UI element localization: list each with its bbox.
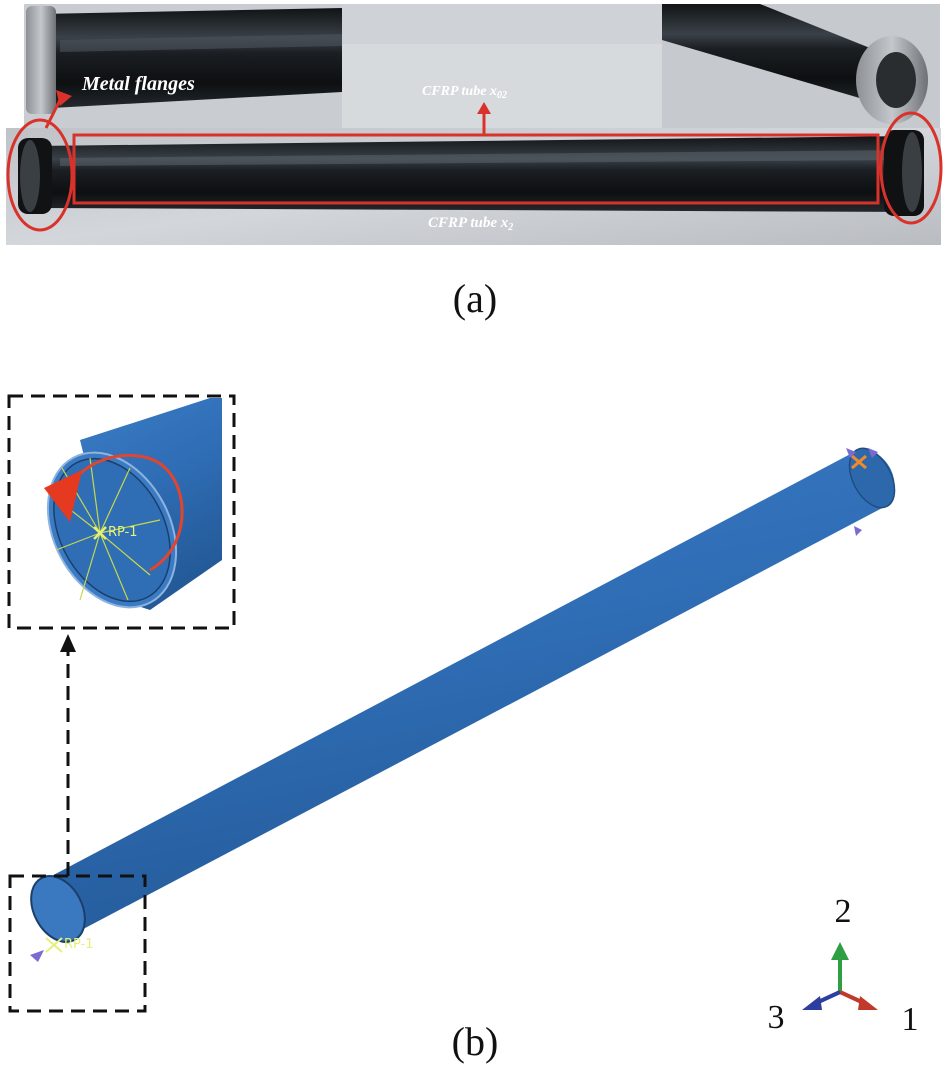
rotation-arrow-icon	[74, 453, 184, 572]
axis-triad: 2 1 3	[768, 893, 919, 1038]
rp1-inset-marker	[93, 526, 107, 540]
cfrp-tube-photo	[18, 130, 924, 216]
rp1-end-marker	[45, 937, 63, 953]
tube-highlight-box	[72, 133, 880, 205]
tube-near-end	[30, 875, 86, 943]
flange-arrowhead	[56, 90, 72, 106]
left-flange-circle	[6, 118, 74, 232]
inset-photo-right	[662, 4, 940, 128]
label-metal-flanges: Metal flanges	[81, 73, 195, 95]
rp1-inset-label: RP-1	[108, 525, 138, 540]
coupling-lines	[55, 457, 161, 601]
right-flange-circle	[879, 111, 943, 225]
inset-photo-left	[24, 4, 342, 128]
axis-3-label: 3	[768, 999, 785, 1036]
caption-a: (a)	[453, 276, 497, 321]
far-end-constraint-marker	[846, 448, 878, 536]
panel-a-photo: Metal flanges CFRP tube x02 CFRP tube x2	[6, 4, 943, 245]
panel-b-model: RP-1	[7, 394, 919, 1038]
fe-tube	[44, 449, 895, 936]
caption-b: (b)	[452, 1019, 499, 1064]
axis-1-label: 1	[902, 1001, 919, 1038]
axis-2-label: 2	[835, 893, 852, 930]
tube-arrowhead	[477, 102, 491, 114]
label-cfrp-tube-x02: CFRP tube x02	[422, 84, 507, 101]
zoom-inset-tube: RP-1	[44, 398, 222, 610]
axis-2-arrow-icon	[831, 942, 849, 960]
axis-3-arrow-icon	[802, 996, 822, 1010]
label-cfrp-tube-x2: CFRP tube x2	[428, 215, 513, 233]
axis-1-arrow-icon	[858, 996, 878, 1010]
rp1-end-label: RP-1	[64, 937, 94, 952]
near-end-dashed-box	[8, 874, 147, 1013]
